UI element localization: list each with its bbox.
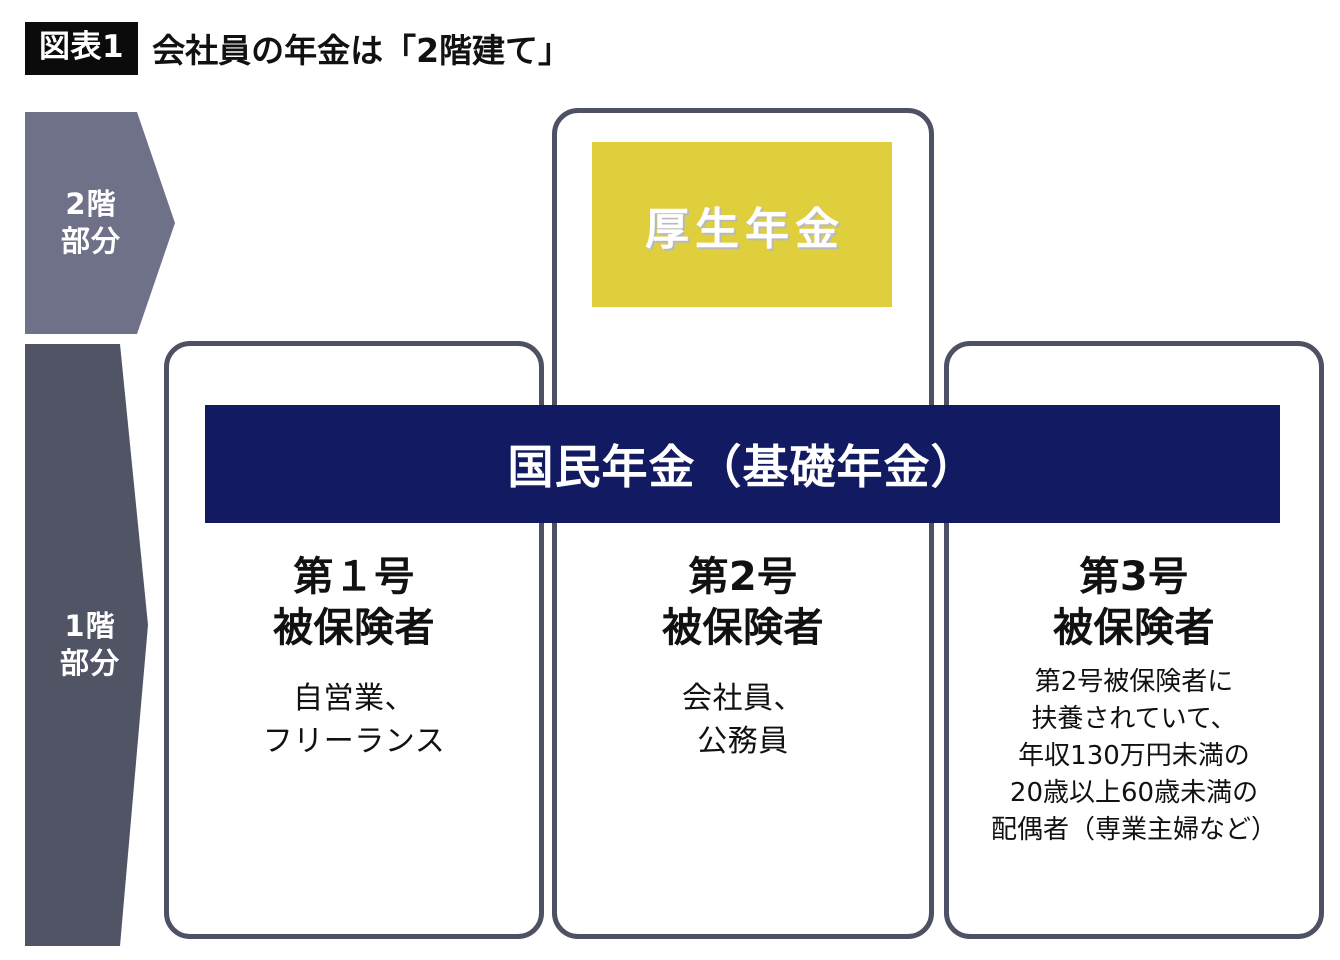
- employees-pension-block: 厚生年金: [592, 142, 892, 307]
- category-3-description: 第2号被保険者に 扶養されていて、 年収130万円未満の 20歳以上60歳未満の…: [990, 667, 1277, 845]
- tier-label-text-lower: 1階 部分: [59, 609, 120, 680]
- column-content-2: 第2号 被保険者 会社員、 公務員: [552, 552, 934, 764]
- tier-label-text-upper: 2階 部分: [60, 187, 121, 258]
- category-2-description: 会社員、 公務員: [682, 681, 804, 759]
- category-3-heading: 第3号 被保険者: [1053, 554, 1215, 652]
- figure-title-row: 図表1 会社員の年金は「2階建て」: [25, 20, 571, 76]
- national-pension-bar: 国民年金（基礎年金）: [205, 405, 1280, 523]
- column-content-3: 第3号 被保険者 第2号被保険者に 扶養されていて、 年収130万円未満の 20…: [944, 552, 1324, 849]
- tier-label-first-floor: 1階 部分: [25, 344, 175, 946]
- column-content-1: 第１号 被保険者 自営業、 フリーランス: [164, 552, 544, 764]
- figure-title-text: 会社員の年金は「2階建て」: [152, 31, 572, 70]
- employees-pension-label: 厚生年金: [645, 203, 845, 255]
- figure-number-badge: 図表1: [25, 21, 139, 75]
- national-pension-label: 国民年金（基礎年金）: [507, 440, 978, 494]
- tier-arrow-shape-lower: [25, 344, 148, 946]
- category-2-heading: 第2号 被保険者: [662, 554, 824, 652]
- category-1-description: 自営業、 フリーランス: [262, 681, 446, 759]
- tier-label-second-floor: 2階 部分: [25, 112, 175, 334]
- category-1-heading: 第１号 被保険者: [273, 554, 435, 652]
- tier-arrow-shape-upper: [25, 112, 175, 334]
